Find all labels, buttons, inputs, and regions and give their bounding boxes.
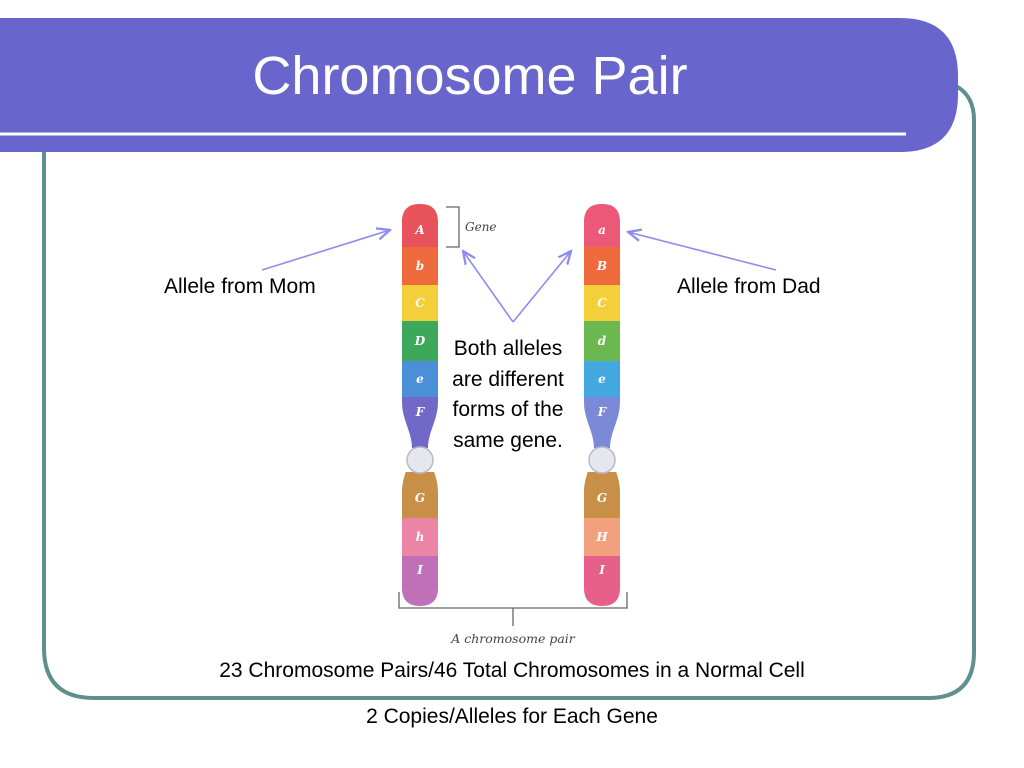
frame-border: [42, 84, 976, 700]
allele-dad-4: d: [598, 334, 607, 348]
allele-mom-5: e: [416, 372, 424, 386]
gene-bracket: [446, 206, 460, 248]
allele-mom-1: A: [414, 223, 424, 237]
allele-mom-4: D: [414, 334, 426, 348]
allele-mom-9: I: [416, 563, 423, 577]
allele-dad-3: C: [597, 296, 607, 310]
centromere-dad: [588, 446, 616, 474]
allele-dad-2: B: [596, 259, 607, 273]
arrow-note-right: [512, 251, 571, 323]
allele-dad-6: F: [597, 405, 608, 419]
allele-mom-7: G: [415, 491, 425, 505]
allele-mom-6: F: [415, 405, 426, 419]
allele-dad-5: e: [598, 372, 606, 386]
footer-line-2: 2 Copies/Alleles for Each Gene: [366, 705, 658, 728]
gene-label: Gene: [465, 220, 497, 234]
allele-mom-2: b: [416, 259, 424, 273]
allele-from-dad-label: Allele from Dad: [677, 275, 821, 298]
slide-title: Chromosome Pair: [252, 46, 688, 106]
chromosome-dad: [584, 204, 620, 606]
allele-dad-9: I: [598, 563, 605, 577]
allele-dad-8: H: [595, 530, 608, 544]
allele-mom-8: h: [416, 530, 425, 544]
arrow-dad: [628, 232, 777, 271]
arrow-note-left: [463, 251, 514, 323]
allele-from-mom-label: Allele from Mom: [164, 275, 316, 298]
allele-dad-1: a: [598, 223, 606, 237]
title-band: [0, 18, 958, 152]
allele-mom-3: C: [415, 296, 425, 310]
footer-line-1: 23 Chromosome Pairs/46 Total Chromosomes…: [219, 659, 805, 682]
allele-dad-7: G: [597, 491, 607, 505]
arrow-mom: [261, 230, 390, 271]
centromere-mom: [406, 446, 434, 474]
both-alleles-note: Both alleles are different forms of the …: [452, 337, 564, 452]
pair-label: A chromosome pair: [450, 631, 576, 646]
